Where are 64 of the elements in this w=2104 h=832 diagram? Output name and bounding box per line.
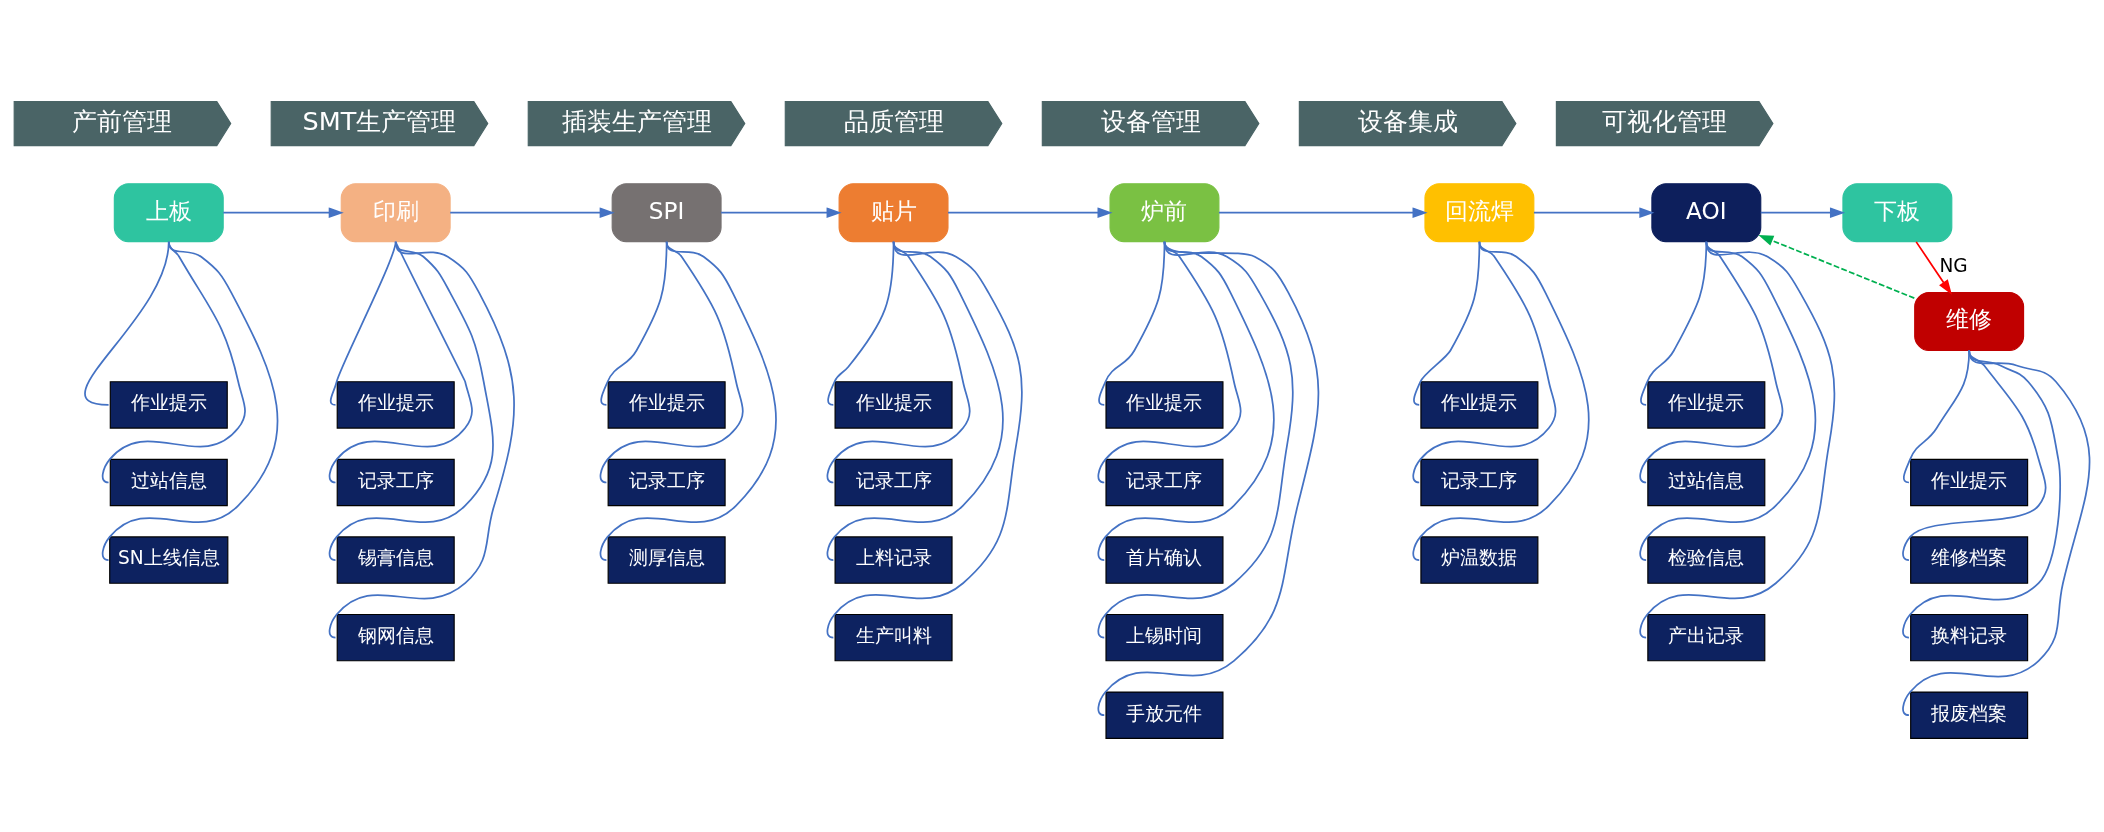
node-box: 作业提示 [109, 380, 228, 429]
node-box: 作业提示 [1105, 380, 1224, 429]
node-box: 上锡时间 [1105, 613, 1224, 661]
connector [826, 240, 1004, 561]
node-box: 钢网信息 [336, 613, 455, 661]
connector [826, 240, 1023, 638]
arrow [1218, 206, 1428, 218]
connector [1413, 240, 1481, 406]
node-box: 维修 [1914, 291, 2025, 351]
node-box: 生产叫料 [834, 613, 953, 661]
connector [1097, 240, 1320, 716]
node-box: 产出记录 [1647, 613, 1766, 661]
node-box: 上料记录 [834, 535, 953, 584]
node-box: 过站信息 [109, 458, 228, 506]
arrow [1759, 206, 1846, 218]
arrow [720, 206, 842, 218]
node-box: 上板 [113, 182, 224, 242]
node-box: 作业提示 [1647, 380, 1766, 429]
node-box: 作业提示 [336, 380, 455, 429]
arrow [1758, 234, 1916, 299]
node-box: 炉温数据 [1420, 535, 1539, 584]
connector [1412, 240, 1557, 483]
arrow [1533, 206, 1655, 218]
node-box: AOI [1651, 182, 1762, 242]
connector [328, 240, 515, 638]
node-box: 印刷 [340, 182, 451, 242]
node-box: 贴片 [838, 182, 949, 242]
node-box: 下板 [1842, 182, 1953, 242]
connector [599, 240, 777, 561]
node-box: 作业提示 [607, 380, 726, 429]
node-box: 记录工序 [336, 458, 455, 506]
connector [1640, 240, 1708, 406]
node-box: 测厚信息 [607, 535, 726, 584]
node-box: 作业提示 [834, 380, 953, 429]
node-box: SPI [611, 182, 722, 242]
node-box: 维修档案 [1910, 535, 2029, 584]
node-box: 检验信息 [1647, 535, 1766, 584]
connector [1639, 240, 1784, 483]
node-box: 作业提示 [1910, 458, 2029, 506]
node-box: SN上线信息 [109, 535, 229, 584]
connector [1412, 240, 1590, 561]
node-box: 过站信息 [1647, 458, 1766, 506]
connector [1902, 349, 2091, 716]
arrow [222, 206, 344, 218]
connector [1639, 240, 1817, 561]
arrow [449, 206, 615, 218]
connector [826, 240, 971, 483]
node-box: 记录工序 [607, 458, 726, 506]
node-box: 报废档案 [1910, 690, 2029, 739]
node-box: 锡膏信息 [336, 535, 455, 584]
node-box: 记录工序 [834, 458, 953, 506]
arrow [1915, 240, 1952, 295]
node-box: 炉前 [1109, 182, 1220, 242]
node-box: 记录工序 [1420, 458, 1539, 506]
arrow [947, 206, 1113, 218]
node-box: 换料记录 [1910, 613, 2029, 661]
node-box: 回流焊 [1424, 182, 1535, 242]
node-box: 记录工序 [1105, 458, 1224, 506]
edge-label: NG [1939, 254, 1968, 276]
connector [101, 240, 279, 561]
connector [1639, 240, 1836, 638]
node-box: 手放元件 [1105, 690, 1224, 739]
node-box: 首片确认 [1105, 535, 1224, 584]
node-box: 作业提示 [1420, 380, 1539, 429]
